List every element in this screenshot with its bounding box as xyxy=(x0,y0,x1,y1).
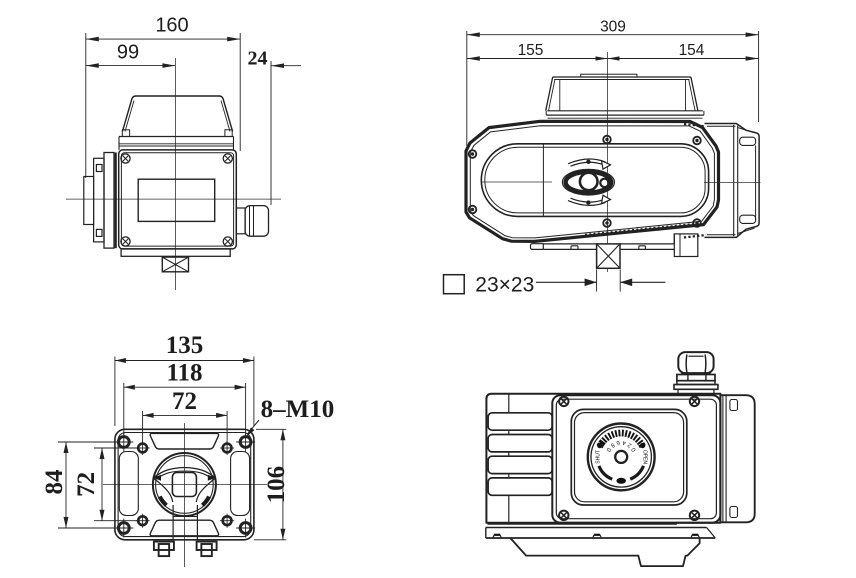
svg-text:106: 106 xyxy=(263,466,290,504)
svg-text:SHUT: SHUT xyxy=(596,450,602,464)
svg-text:160: 160 xyxy=(155,14,188,36)
svg-text:99: 99 xyxy=(117,42,139,64)
svg-text:8: 8 xyxy=(609,441,616,448)
svg-text:24: 24 xyxy=(248,48,268,70)
svg-text:135: 135 xyxy=(166,332,204,359)
svg-text:154: 154 xyxy=(679,42,705,59)
svg-text:0: 0 xyxy=(631,446,638,452)
svg-text:118: 118 xyxy=(166,359,202,386)
svg-text:OPEN: OPEN xyxy=(642,450,648,465)
svg-text:6: 6 xyxy=(615,439,620,446)
svg-text:155: 155 xyxy=(518,42,544,59)
svg-text:309: 309 xyxy=(600,19,626,36)
svg-text:23×23: 23×23 xyxy=(475,273,534,296)
svg-text:72: 72 xyxy=(73,472,100,497)
svg-text:0: 0 xyxy=(604,446,611,452)
svg-text:72: 72 xyxy=(172,388,197,415)
svg-text:8–M10: 8–M10 xyxy=(261,396,335,423)
svg-text:84: 84 xyxy=(41,469,68,495)
svg-text:2: 2 xyxy=(626,441,633,448)
svg-text:4: 4 xyxy=(621,439,626,446)
